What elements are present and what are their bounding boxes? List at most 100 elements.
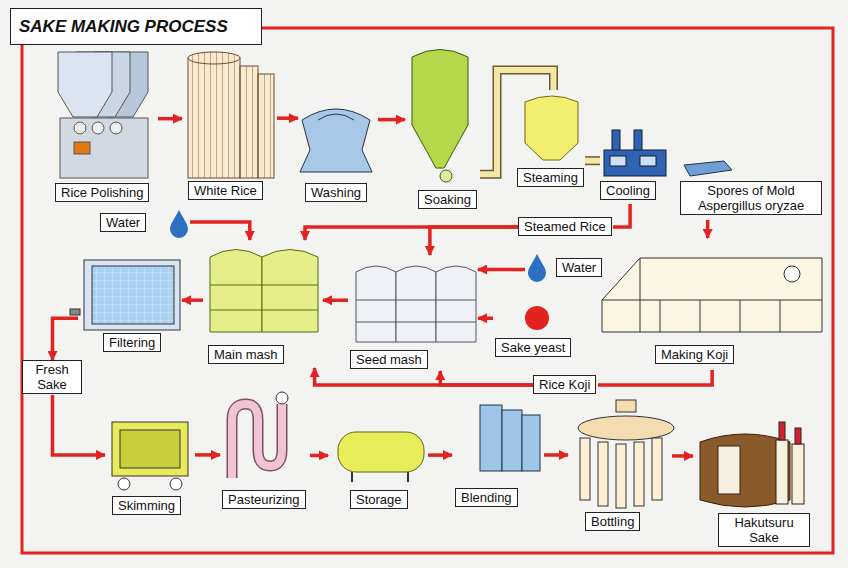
flow-arrow xyxy=(315,368,533,385)
process-step: Water xyxy=(98,205,190,241)
flow-line xyxy=(277,116,298,120)
main-mash-tank xyxy=(210,250,318,333)
washing-tub xyxy=(300,109,372,172)
flow-arrow xyxy=(378,119,405,120)
flow-line xyxy=(598,370,712,385)
process-step: Storage xyxy=(328,422,428,514)
flow-line xyxy=(315,368,533,385)
flow-arrow xyxy=(480,70,554,174)
water-drop xyxy=(170,210,188,238)
step-label: Sake yeast xyxy=(495,338,571,357)
process-step: Hakutsuru Sake xyxy=(693,418,813,548)
flow-line xyxy=(190,222,250,240)
process-step: Rice Polishing xyxy=(50,48,158,205)
flow-arrow xyxy=(53,318,79,360)
koji-room xyxy=(602,258,822,332)
flow-arrow xyxy=(585,160,600,161)
process-step: Sake yeast xyxy=(493,302,577,360)
flow-line xyxy=(182,298,203,302)
flow-arrow xyxy=(158,118,182,119)
step-label: Seed mash xyxy=(350,350,428,369)
step-label: Hakutsuru Sake xyxy=(718,513,810,547)
flow-line xyxy=(706,220,710,238)
step-label: Filtering xyxy=(103,333,161,352)
seed-mash-tank xyxy=(356,266,476,342)
steaming-tank xyxy=(525,96,578,160)
step-label: Bottling xyxy=(585,512,640,531)
step-label: Rice Polishing xyxy=(55,183,149,202)
step-label: Spores of Mold Aspergillus oryzae xyxy=(680,181,822,215)
step-label: Blending xyxy=(455,488,518,507)
spore-tray xyxy=(684,161,732,176)
flow-arrow xyxy=(53,395,106,455)
process-step: Filtering xyxy=(78,255,182,357)
conveyor-belt xyxy=(480,70,554,174)
flow-line xyxy=(428,453,452,457)
rice-silo xyxy=(188,52,274,178)
flow-line xyxy=(430,227,518,255)
flow-line xyxy=(378,118,405,122)
storage-tank xyxy=(338,432,424,482)
step-label: Fresh Sake xyxy=(22,360,82,394)
flow-arrow xyxy=(305,227,518,240)
step-label: Storage xyxy=(350,490,408,509)
flow-line xyxy=(305,227,518,240)
process-step: Steaming xyxy=(515,90,585,191)
process-step: Water xyxy=(525,252,604,287)
flow-line xyxy=(585,160,600,161)
flow-arrow xyxy=(277,118,298,119)
process-step: White Rice xyxy=(182,48,277,204)
step-label: Water xyxy=(100,213,146,232)
conveyor-belt xyxy=(585,158,600,164)
flow-line xyxy=(478,268,525,272)
step-label: White Rice xyxy=(188,181,263,200)
cooling-machine xyxy=(604,130,666,176)
flow-arrow xyxy=(310,455,328,456)
flow-arrow xyxy=(182,300,203,301)
step-label: Steamed Rice xyxy=(518,217,612,236)
process-step: Steamed Rice xyxy=(518,217,613,237)
process-step: Making Koji xyxy=(595,238,827,370)
process-step: Seed mash xyxy=(348,255,478,371)
process-step: Bottling xyxy=(568,398,672,536)
step-label: Washing xyxy=(305,183,367,202)
frame xyxy=(22,28,833,553)
process-step: Blending xyxy=(452,398,544,512)
title-text: SAKE MAKING PROCESS xyxy=(11,9,261,44)
step-label: Water xyxy=(556,258,602,277)
flow-line xyxy=(544,453,568,457)
blending-tank xyxy=(480,405,540,471)
step-label: Making Koji xyxy=(655,345,734,364)
flow-arrow xyxy=(598,370,712,385)
flow-line xyxy=(53,318,79,360)
conveyor-edge xyxy=(585,156,600,165)
polishing-machine xyxy=(58,52,148,178)
flow-line xyxy=(323,298,348,302)
conveyor-edge xyxy=(480,70,554,174)
filter-press xyxy=(70,260,180,330)
flow-arrow xyxy=(613,204,630,227)
process-step: Skimming xyxy=(105,415,195,520)
flow-arrow xyxy=(672,455,693,456)
step-label: Cooling xyxy=(600,181,656,200)
flow-arrow xyxy=(478,269,525,270)
step-label: Pasteurizing xyxy=(222,490,306,509)
flow-arrow xyxy=(430,227,518,255)
flow-arrow xyxy=(195,454,220,455)
process-step: Pasteurizing xyxy=(220,392,310,514)
flow-arrow xyxy=(478,318,493,319)
flow-arrow xyxy=(440,371,533,385)
water-drop xyxy=(528,254,546,282)
step-label: Main mash xyxy=(208,345,284,364)
flow-arrow xyxy=(190,222,250,240)
flow-arrow xyxy=(707,220,708,238)
process-step: Soaking xyxy=(405,45,480,213)
flow-line xyxy=(158,117,182,121)
flow-arrow xyxy=(323,300,348,301)
flow-line xyxy=(613,204,630,227)
flow-line xyxy=(53,395,106,455)
bottling-machine xyxy=(578,400,674,508)
flow-line xyxy=(478,316,493,320)
